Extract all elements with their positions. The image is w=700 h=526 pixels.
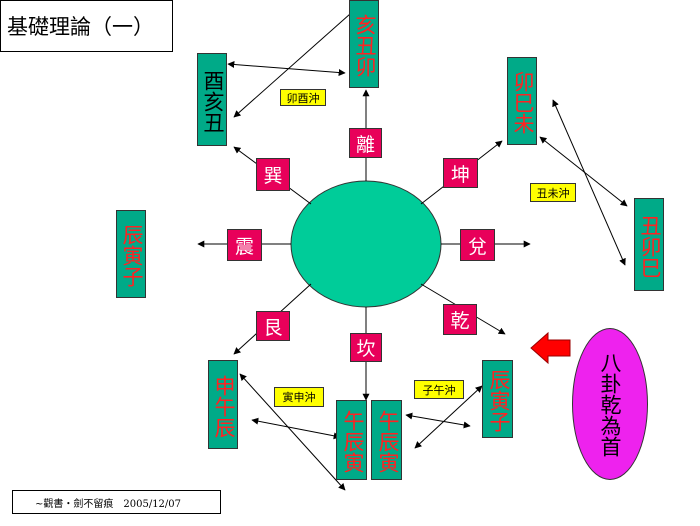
branch-box-bottom-a: 午辰寅 bbox=[336, 400, 367, 480]
trigram-gen: 艮 bbox=[256, 311, 290, 341]
branch-box-upper-left: 酉亥丑 bbox=[197, 53, 227, 146]
page-title: 基礎理論（一） bbox=[0, 0, 173, 52]
footer-credit: ~觀書・劍不留痕 2005/12/07 bbox=[12, 490, 221, 514]
clash-line-chou-wei-2 bbox=[539, 136, 628, 207]
branch-box-top: 亥丑卯 bbox=[349, 0, 379, 88]
branch-box-right: 丑卯巳 bbox=[634, 198, 664, 291]
trigram-zhen: 震 bbox=[227, 229, 262, 261]
clash-tag-yin-shen: 寅申沖 bbox=[274, 387, 324, 407]
clash-line-yin-shen-2 bbox=[251, 417, 341, 440]
clash-line-zi-wu-1 bbox=[405, 412, 471, 429]
branch-box-left: 辰寅子 bbox=[116, 210, 146, 298]
clash-tag-zi-wu: 子午沖 bbox=[414, 380, 464, 399]
clash-line-zi-wu-2 bbox=[414, 385, 483, 449]
clash-line-mao-you-2 bbox=[233, 13, 351, 118]
note-ellipse: 八卦乾為首 bbox=[572, 328, 648, 480]
trigram-dui: 兌 bbox=[460, 229, 495, 261]
trigram-li: 離 bbox=[349, 128, 382, 158]
trigram-kan: 坎 bbox=[350, 333, 382, 362]
center-circle bbox=[290, 180, 442, 308]
red-arrow bbox=[530, 331, 571, 365]
branch-box-upper-right: 卯巳未 bbox=[507, 57, 537, 145]
branch-box-lower-left: 申午辰 bbox=[208, 360, 238, 449]
trigram-kun: 坤 bbox=[443, 158, 478, 188]
clash-tag-mao-you: 卯酉沖 bbox=[280, 89, 326, 106]
clash-line-mao-you-1 bbox=[227, 60, 346, 77]
branch-box-bottom-b: 午辰寅 bbox=[371, 400, 402, 480]
clash-tag-chou-wei: 丑未沖 bbox=[530, 183, 576, 202]
trigram-qian: 乾 bbox=[443, 304, 477, 335]
trigram-xun: 巽 bbox=[256, 158, 290, 191]
branch-box-lower-right: 辰寅子 bbox=[482, 360, 513, 438]
